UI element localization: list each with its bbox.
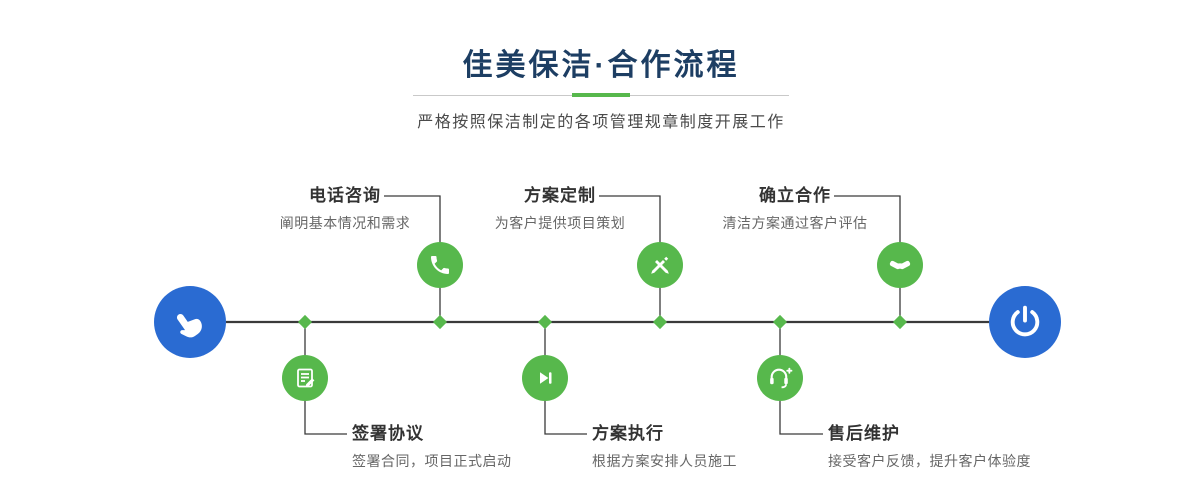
step-block-plan-design: 方案定制 为客户提供项目策划	[440, 186, 680, 232]
page-title: 佳美保洁·合作流程	[462, 49, 740, 82]
crossed-pens-icon	[651, 256, 669, 274]
step-title: 售后维护	[828, 424, 900, 443]
step-block-establish-cooperation: 确立合作 清洁方案通过客户评估	[675, 186, 915, 232]
step-node-establish-cooperation	[877, 242, 923, 288]
title-divider	[413, 93, 789, 97]
step-desc: 阐明基本情况和需求	[279, 215, 411, 231]
headset-icon	[770, 367, 793, 389]
title-divider-accent	[572, 93, 630, 97]
step-block-sign-agreement: 签署协议 签署合同，项目正式启动	[352, 424, 632, 470]
step-node-plan-execution	[522, 355, 568, 401]
step-forward-icon	[540, 372, 552, 384]
step-desc: 接受客户反馈，提升客户体验度	[828, 453, 1031, 469]
step-block-plan-execution: 方案执行 根据方案安排人员施工	[592, 424, 872, 470]
step-node-phone-consult	[417, 242, 463, 288]
handshake-icon	[889, 260, 911, 270]
hand-pointer-icon	[176, 314, 202, 338]
step-block-after-sales: 售后维护 接受客户反馈，提升客户体验度	[828, 424, 1108, 470]
phone-icon	[431, 256, 449, 274]
contract-icon	[297, 368, 315, 388]
timeline-start-node	[154, 286, 226, 358]
step-desc: 根据方案安排人员施工	[592, 453, 737, 469]
step-desc: 为客户提供项目策划	[494, 215, 626, 231]
step-title: 电话咨询	[309, 186, 381, 205]
step-node-sign-agreement	[282, 355, 328, 401]
power-icon	[1010, 305, 1040, 337]
step-title: 方案执行	[592, 424, 664, 443]
page-subtitle: 严格按照保洁制定的各项管理规章制度开展工作	[417, 114, 785, 131]
step-node-after-sales	[757, 355, 803, 401]
timeline-node-diamonds	[297, 314, 908, 330]
timeline-end-node	[989, 286, 1061, 358]
step-title: 方案定制	[524, 186, 596, 205]
step-block-phone-consult: 电话咨询 阐明基本情况和需求	[225, 186, 465, 232]
step-desc: 清洁方案通过客户评估	[722, 215, 868, 231]
step-title: 签署协议	[352, 424, 424, 443]
step-title: 确立合作	[759, 186, 831, 205]
step-node-plan-design	[637, 242, 683, 288]
step-desc: 签署合同，项目正式启动	[352, 453, 512, 469]
